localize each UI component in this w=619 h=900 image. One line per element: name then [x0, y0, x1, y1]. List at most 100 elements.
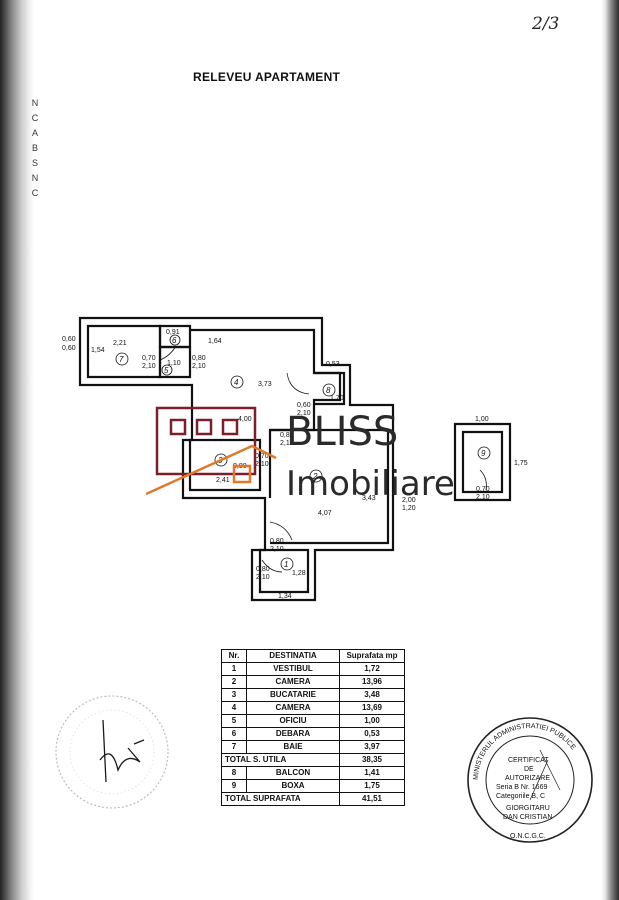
cell-area: 0,53 [339, 727, 405, 741]
cell-area: 3,97 [339, 740, 405, 754]
cell-nr: 1 [221, 662, 247, 676]
header-area: Suprafata mp [339, 649, 405, 663]
margin-letter: N [31, 173, 39, 183]
dim-label: 0,80 [192, 355, 206, 362]
cell-destination: CAMERA [246, 675, 340, 689]
dim-label: 2,10 [255, 461, 269, 468]
box-inner-9 [461, 430, 504, 494]
page-number: 2/3 [532, 14, 560, 34]
dim-label: 0,60 [62, 345, 76, 352]
room-circle [161, 364, 173, 376]
door-swing [159, 345, 177, 361]
watermark-brand-top: BLISS [286, 409, 398, 455]
table-row: 2 CAMERA 13,96 [221, 675, 405, 689]
dim-label: 4,00 [238, 416, 252, 423]
room-number-6: 6 [172, 336, 177, 345]
total-useful-label: TOTAL S. UTILA [221, 753, 340, 767]
table-total-row: TOTAL SUPRAFATA 41,51 [221, 792, 405, 806]
cell-nr: 3 [221, 688, 247, 702]
stamp-line: Seria B Nr. 1669 [496, 784, 547, 791]
room-circle [309, 469, 323, 483]
door-swing [286, 372, 310, 395]
total-useful-area: 38,35 [339, 753, 405, 767]
table-row: 8 BALCON 1,41 [221, 766, 405, 780]
room-circle [230, 375, 244, 389]
table-row: 3 BUCATARIE 3,48 [221, 688, 405, 702]
stamp-line: DAN CRISTIAN [503, 814, 552, 821]
outer-wall [78, 316, 395, 602]
cell-destination: CAMERA [246, 701, 340, 715]
dim-label: 2,10 [142, 363, 156, 370]
dim-label: 0,70 [142, 355, 156, 362]
table-header-row: Nr. DESTINATIA Suprafata mp [221, 649, 405, 663]
cell-nr: 8 [221, 766, 247, 780]
dim-label: 0,80 [256, 566, 270, 573]
cell-area: 1,72 [339, 662, 405, 676]
cell-nr: 4 [221, 701, 247, 715]
table-total-useful-row: TOTAL S. UTILA 38,35 [221, 753, 405, 767]
cell-destination: BUCATARIE [246, 688, 340, 702]
cell-destination: BALCON [246, 766, 340, 780]
watermark-brand-bottom: Imobiliare [286, 464, 455, 504]
dim-label: 0,60 [62, 336, 76, 343]
margin-letter: C [31, 113, 39, 123]
stamp-line: O.N.C.G.C. [510, 833, 546, 840]
inner-wall-8 [314, 371, 346, 406]
dim-label: 2,10 [270, 546, 284, 553]
scan-edge-right [601, 0, 619, 900]
dim-label: 2,21 [113, 340, 127, 347]
room-circle [115, 352, 129, 366]
table-row: 9 BOXA 1,75 [221, 779, 405, 793]
room-number-7: 7 [119, 355, 124, 364]
stamp-line: Categoriile B, C [496, 793, 545, 800]
room-number-1: 1 [284, 560, 288, 569]
dim-label: 2,10 [280, 440, 294, 447]
watermark-logo [145, 406, 277, 496]
cell-destination: OFICIU [246, 714, 340, 728]
stamp-line: CERTIFICAT [508, 757, 549, 764]
dim-label: 0,70 [476, 486, 490, 493]
document-title: RELEVEU APARTAMENT [193, 70, 341, 84]
area-table: Nr. DESTINATIA Suprafata mp 1 VESTIBUL 1… [221, 649, 405, 806]
cell-area: 1,00 [339, 714, 405, 728]
dim-label: 0,70 [255, 453, 269, 460]
cell-area: 3,48 [339, 688, 405, 702]
dim-label: 3,43 [362, 495, 376, 502]
dim-label: 2,00 [402, 497, 416, 504]
dim-label: 1,75 [514, 460, 528, 467]
dim-label: 2,10 [476, 494, 490, 501]
dim-label: 0,53 [326, 361, 340, 368]
room-number-4: 4 [234, 378, 239, 387]
dim-label: 2,10 [297, 410, 311, 417]
inner-wall-1 [258, 548, 310, 594]
margin-letter: C [31, 188, 39, 198]
stamp-line: AUTORIZARE [505, 775, 550, 782]
cell-destination: BOXA [246, 779, 340, 793]
margin-letter: A [31, 128, 38, 138]
dim-label: 0,91 [166, 329, 180, 336]
room-circle [477, 446, 491, 460]
table-row: 5 OFICIU 1,00 [221, 714, 405, 728]
box-wall-9 [453, 422, 512, 502]
margin-letter: S [31, 158, 38, 168]
door-swing [261, 559, 283, 573]
dim-label: 1,70 [330, 395, 344, 402]
door-swing [479, 469, 487, 491]
header-destination: DESTINATIA [246, 649, 340, 663]
cell-nr: 7 [221, 740, 247, 754]
door-swing [269, 521, 293, 541]
cell-destination: DEBARA [246, 727, 340, 741]
dim-label: 1,28 [292, 570, 306, 577]
room-number-9: 9 [481, 449, 486, 458]
dim-label: 3,73 [258, 381, 272, 388]
room-number-8: 8 [326, 386, 331, 395]
margin-letter: N [31, 98, 39, 108]
dim-label: 1,00 [475, 416, 489, 423]
dim-label: 1,10 [167, 360, 181, 367]
stamp-line: GIORGITARU [506, 805, 550, 812]
dim-label: 0,60 [297, 402, 311, 409]
cell-destination: VESTIBUL [246, 662, 340, 676]
cell-destination: BAIE [246, 740, 340, 754]
dim-label: 0,80 [270, 538, 284, 545]
